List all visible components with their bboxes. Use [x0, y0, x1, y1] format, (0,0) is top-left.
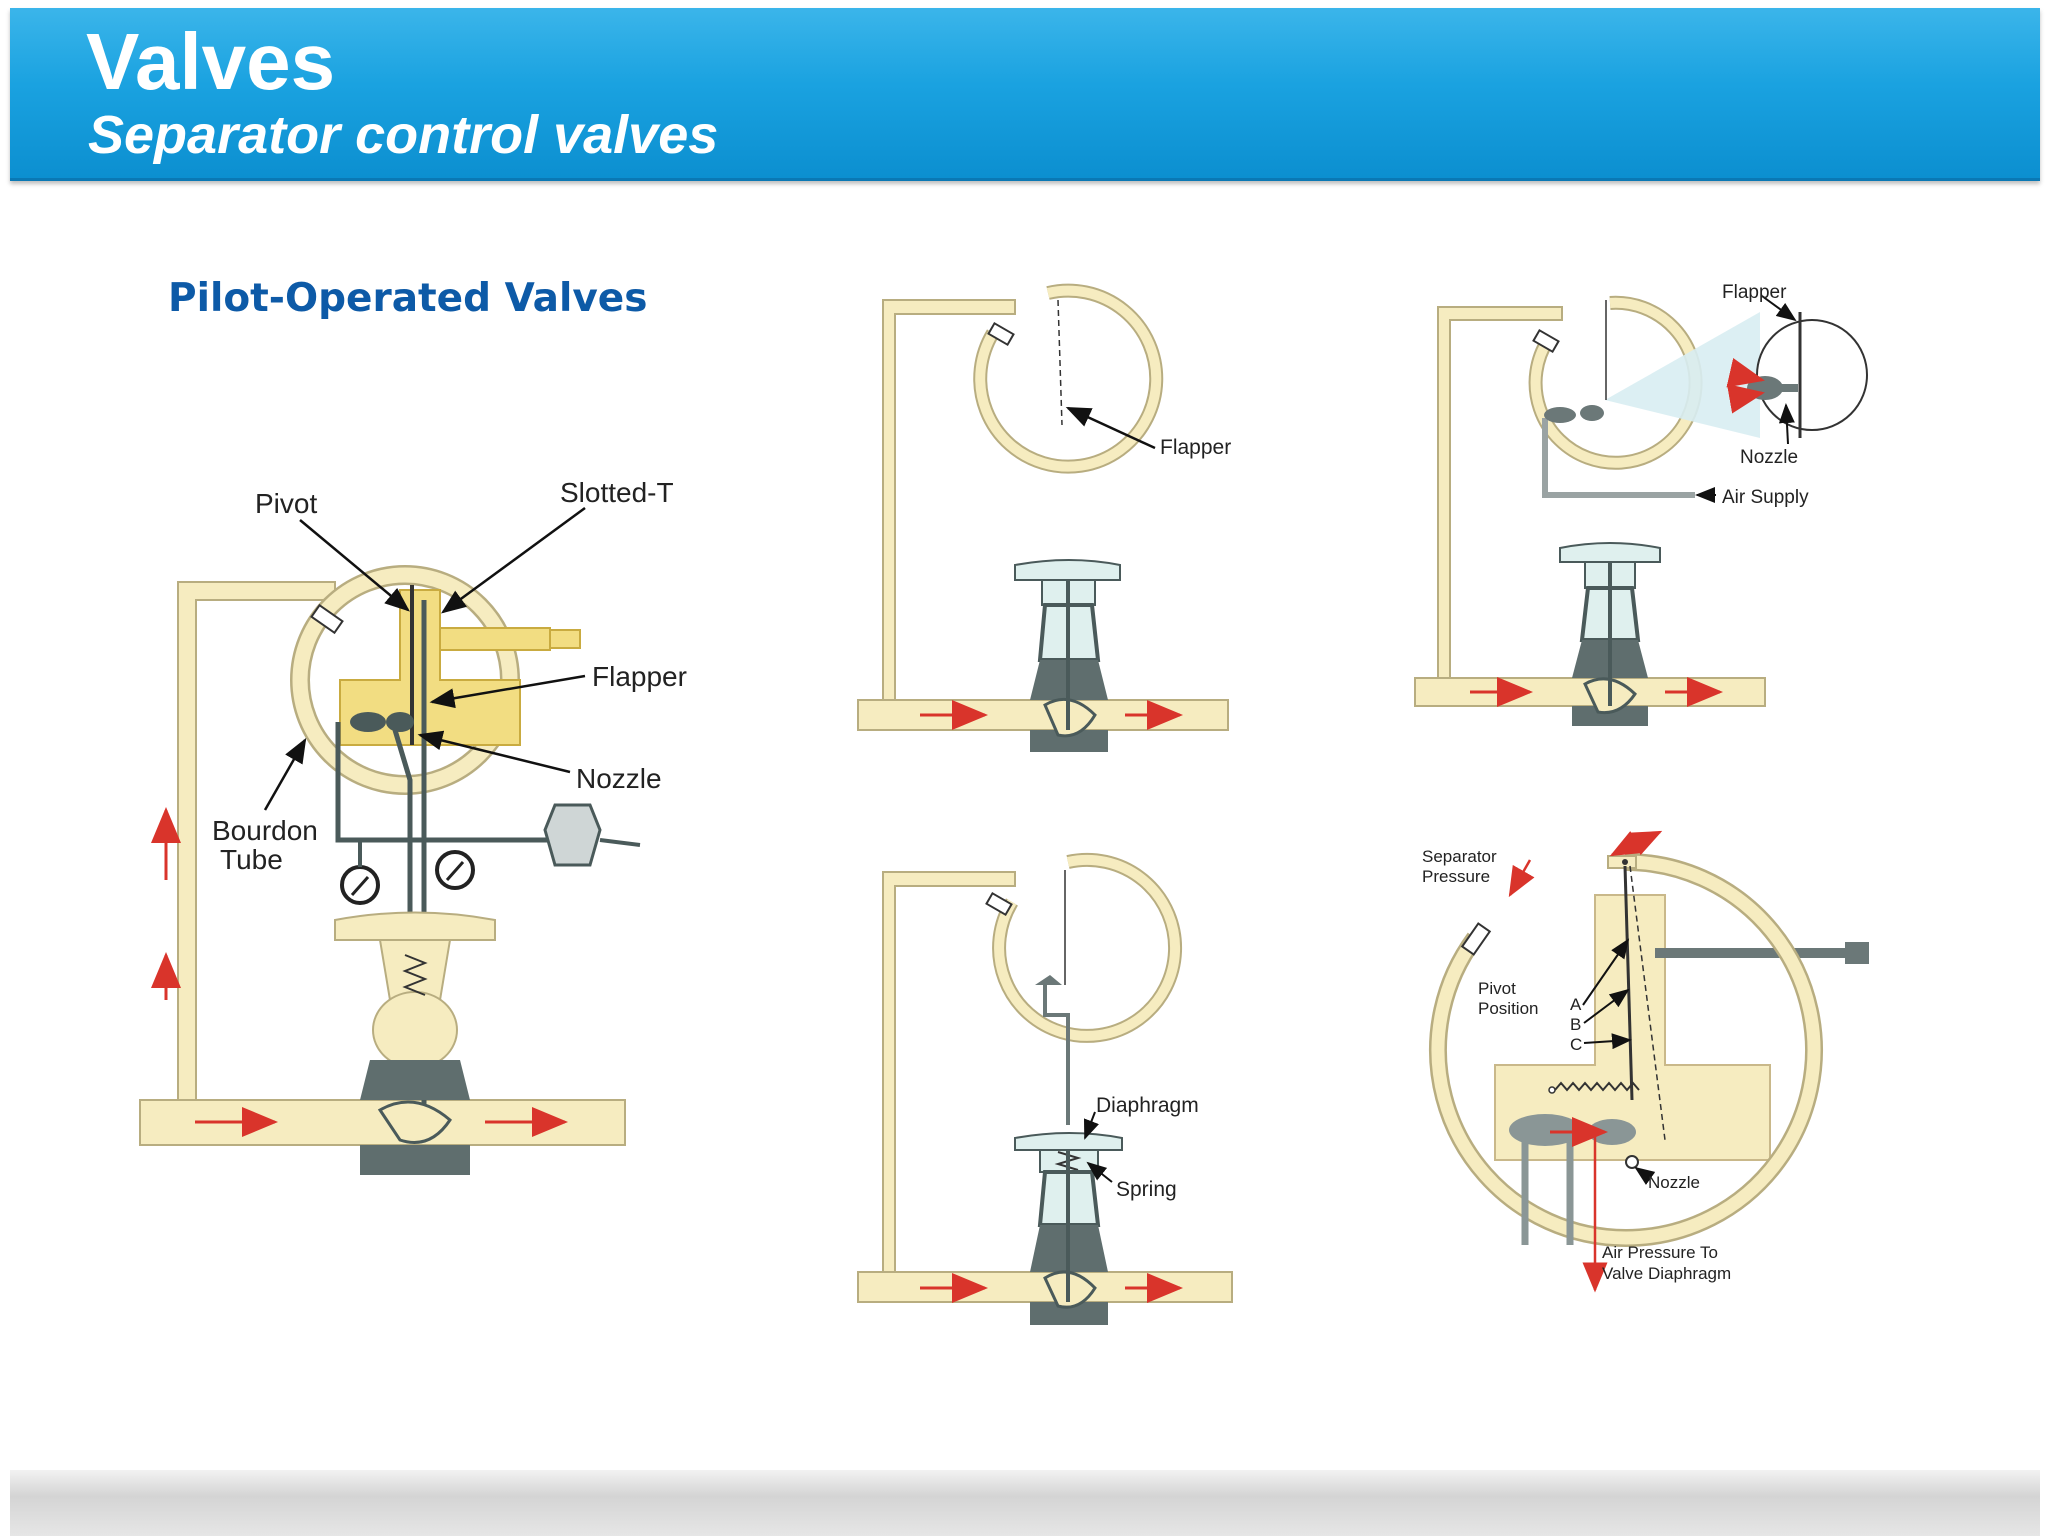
label-nozzle: Nozzle: [576, 763, 662, 794]
label-flapper-b: Flapper: [1160, 436, 1231, 459]
label-pressure: Pressure: [1422, 867, 1490, 886]
footer-band: [10, 1470, 2040, 1536]
label-air-pressure: Air Pressure To: [1602, 1243, 1718, 1262]
page-title: Valves: [86, 17, 336, 106]
page-subtitle: Separator control valves: [88, 105, 719, 165]
header-banner: [10, 8, 2040, 181]
main-pilot-valve-diagram: Pivot Slotted-T Flapper Nozzle Bourdon T…: [139, 477, 687, 1175]
label-diaphragm: Diaphragm: [1096, 1094, 1199, 1117]
diagram-diaphragm-spring: Diaphragm Spring: [857, 852, 1233, 1325]
label-flapper-c: Flapper: [1722, 282, 1787, 303]
label-c: C: [1570, 1035, 1582, 1054]
section-title: Pilot-Operated Valves: [168, 276, 648, 321]
label-spring: Spring: [1116, 1178, 1177, 1201]
label-valve-diaphragm: Valve Diaphragm: [1602, 1264, 1731, 1283]
label-pivot-e: Pivot: [1478, 979, 1516, 998]
label-slotted-t: Slotted-T: [560, 477, 674, 508]
label-b: B: [1570, 1015, 1581, 1034]
label-flapper: Flapper: [592, 661, 687, 692]
label-bourdon: Bourdon: [212, 815, 318, 846]
diagram-pivot-position: Separator Pressure Pivot Position A B C …: [1422, 830, 1869, 1293]
diagram-flapper-top-middle: Flapper: [857, 283, 1231, 752]
label-position: Position: [1478, 999, 1538, 1018]
label-a: A: [1570, 995, 1582, 1014]
label-separator: Separator: [1422, 847, 1497, 866]
label-air-supply: Air Supply: [1722, 487, 1809, 508]
diagram-nozzle-air-supply: Flapper Nozzle Air Supply: [1414, 282, 1868, 726]
label-nozzle-c: Nozzle: [1740, 447, 1798, 468]
label-tube: Tube: [220, 844, 283, 875]
label-nozzle-e: Nozzle: [1648, 1173, 1700, 1192]
label-pivot: Pivot: [255, 488, 317, 519]
